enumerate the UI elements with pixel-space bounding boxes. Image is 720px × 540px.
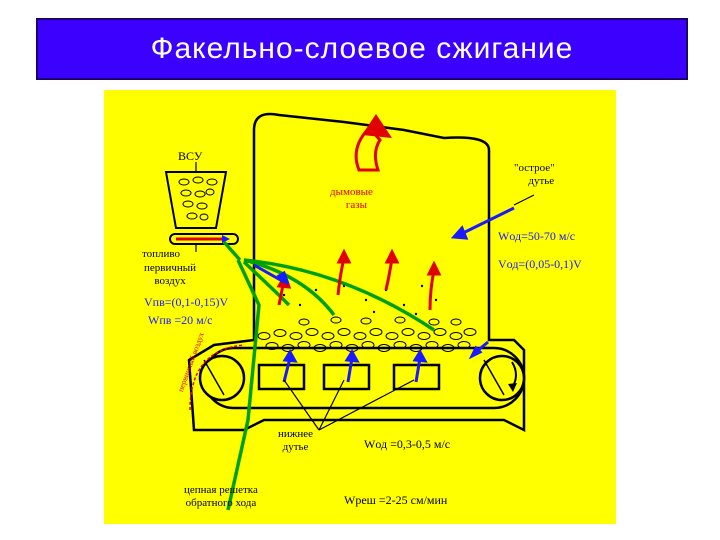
label-chain-grate-line2: обратного хода [185,496,257,509]
label-chain-grate-line1: цепная решетка [184,484,258,496]
pointer-lines [195,162,535,431]
label-primary-air: первичный воздух [144,262,196,287]
grate-roller-right [478,354,526,402]
side-air-marker [189,344,245,411]
label-lower-blast: нижнее дутье [278,428,313,453]
label-w-grate: Wреш =2-25 см/мин [344,493,448,507]
slide-title-bar: Факельно-слоевое сжигание [36,18,688,80]
label-primary-air-line1: первичный [144,262,197,274]
furnace-outline [187,112,526,433]
furnace-diagram: ВСУ "острое" дутье дымовые газы топливо … [104,90,616,524]
curved-arrow-up-icon [354,114,392,172]
label-vsu: ВСУ [178,149,203,163]
diagram-svg [164,112,535,511]
label-lower-blast-line2: дутье [282,440,309,453]
label-flue-gases-line1: дымовые [330,186,373,198]
label-w-primary: Wпв =20 м/с [148,313,213,327]
label-sharp-blast: "острое" дутье [514,162,555,187]
label-primary-air-line2: воздух [154,274,186,287]
fuel-hopper [164,171,228,229]
hopper-fuel-lumps [178,176,218,221]
air-box-1 [257,363,306,391]
rising-gas-arrows [276,248,442,311]
air-box-3 [392,363,441,391]
label-v-primary: Vпв=(0,1-0,15)V [144,295,229,309]
blast-arrows [253,206,515,383]
label-sharp-blast-line2: дутье [528,174,555,187]
air-box-2 [322,363,371,391]
label-v-sharp: Vод=(0,05-0,1)V [498,257,582,271]
grate-roller-left [198,354,246,402]
label-sharp-blast-line1: "острое" [514,162,555,174]
label-lower-blast-line1: нижнее [278,428,314,440]
label-chain-grate: цепная решетка обратного хода [184,484,258,509]
slide-title: Факельно-слоевое сжигание [150,32,574,65]
label-w-lower: Wод =0,3-0,5 м/с [364,437,451,451]
label-w-sharp: Wод=50-70 м/с [498,229,576,243]
label-fuel: топливо [142,248,181,260]
fuel-trajectories [222,240,435,511]
label-flue-gases: дымовые газы [330,186,373,211]
fuel-bed [257,316,477,352]
label-flue-gases-line2: газы [345,198,368,211]
